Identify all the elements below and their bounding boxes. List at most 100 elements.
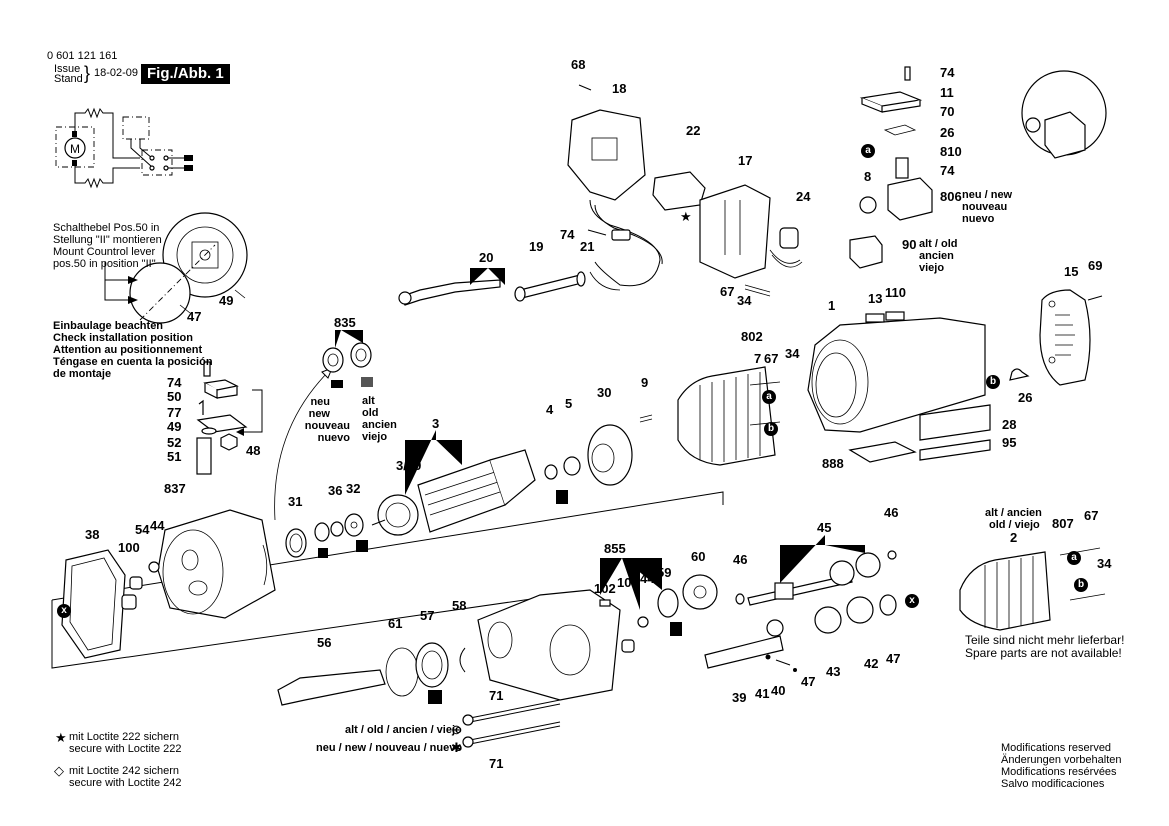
part-label-46[interactable]: 46	[733, 552, 748, 567]
part-label-20[interactable]: 20	[479, 250, 494, 265]
part-label-22[interactable]: 22	[686, 123, 701, 138]
marker-b: b	[1074, 578, 1088, 592]
part-label-17[interactable]: 17	[738, 153, 753, 168]
part-label-4[interactable]: 4	[546, 402, 554, 417]
part-label-43[interactable]: 43	[826, 664, 841, 679]
part-label-2[interactable]: 2	[1010, 530, 1018, 545]
part-label-837[interactable]: 837	[164, 481, 186, 496]
part-label-44[interactable]: 44	[150, 518, 165, 533]
part-label-74[interactable]: 74	[560, 227, 575, 242]
part-label-60[interactable]: 60	[691, 549, 706, 564]
part-label-100[interactable]: 100	[118, 540, 140, 555]
part-label-32[interactable]: 32	[346, 481, 361, 496]
part-label-3-50[interactable]: 3/50	[396, 458, 422, 473]
wiring-schematic: M	[55, 107, 193, 189]
part-label-49[interactable]: 49	[167, 419, 182, 434]
part-label-810[interactable]: 810	[940, 144, 962, 159]
part-label-51[interactable]: 51	[167, 449, 182, 464]
part-label-835[interactable]: 835	[334, 315, 356, 330]
part-label-57[interactable]: 57	[420, 608, 435, 623]
part-label-74[interactable]: 74	[940, 65, 955, 80]
part-label-39[interactable]: 39	[732, 690, 747, 705]
part-label-45[interactable]: 45	[817, 520, 832, 535]
part-label-802[interactable]: 802	[741, 329, 763, 344]
part-label-47[interactable]: 47	[886, 651, 901, 666]
part-label-100[interactable]: 100	[617, 575, 639, 590]
part-label-34[interactable]: 34	[737, 293, 752, 308]
part-label-56[interactable]: 56	[317, 635, 332, 650]
part-label-806[interactable]: 806	[940, 189, 962, 204]
part-label-30[interactable]: 30	[597, 385, 612, 400]
part-label-59[interactable]: 59	[657, 565, 672, 580]
part-label-46[interactable]: 46	[884, 505, 899, 520]
loctite222-de: mit Loctite 222 sichern	[69, 731, 180, 743]
part-label-77[interactable]: 77	[167, 405, 182, 420]
part-label-95[interactable]: 95	[1002, 435, 1017, 450]
part-label-34[interactable]: 34	[785, 346, 800, 361]
variant-alt-old: alt / old	[919, 238, 958, 250]
part-label-71[interactable]: 71	[489, 688, 504, 703]
part-label-3[interactable]: 3	[432, 416, 440, 431]
svg-text:M: M	[70, 142, 80, 156]
part-label-7[interactable]: 7	[754, 351, 762, 366]
part-label-26[interactable]: 26	[1018, 390, 1033, 405]
part-label-40[interactable]: 40	[771, 683, 786, 698]
part-label-38[interactable]: 38	[85, 527, 100, 542]
part-label-67[interactable]: 67	[1084, 508, 1099, 523]
variant-viejo: viejo	[362, 431, 388, 443]
part-label-52[interactable]: 52	[167, 435, 182, 450]
check-note-es: Téngase en cuenta la posición	[53, 356, 213, 368]
part-label-28[interactable]: 28	[1002, 417, 1017, 432]
spindle-assembly	[277, 574, 718, 706]
part-label-61[interactable]: 61	[388, 616, 403, 631]
part-label-807[interactable]: 807	[1052, 516, 1074, 531]
part-label-54[interactable]: 54	[135, 522, 150, 537]
part-label-48[interactable]: 48	[246, 443, 261, 458]
variant-old-viejo: old / viejo	[989, 519, 1040, 531]
part-label-67[interactable]: 67	[720, 284, 735, 299]
part-label-42[interactable]: 42	[864, 656, 879, 671]
part-label-19[interactable]: 19	[529, 239, 544, 254]
part-label-49[interactable]: 49	[219, 293, 234, 308]
part-label-47[interactable]: 47	[801, 674, 816, 689]
star-marker-icon: ★	[680, 209, 692, 224]
part-label-70[interactable]: 70	[940, 104, 955, 119]
torx-screw-icon: ✱	[451, 740, 462, 755]
screw-new-label: neu / new / nouveau / nuevo	[316, 742, 463, 754]
part-label-5[interactable]: 5	[565, 396, 573, 411]
part-label-888[interactable]: 888	[822, 456, 844, 471]
part-label-13[interactable]: 13	[868, 291, 883, 306]
part-label-67[interactable]: 67	[764, 351, 779, 366]
part-label-41[interactable]: 41	[755, 686, 770, 701]
part-label-31[interactable]: 31	[288, 494, 303, 509]
part-label-15[interactable]: 15	[1064, 264, 1079, 279]
part-label-69[interactable]: 69	[1088, 258, 1103, 273]
part-label-71[interactable]: 71	[489, 756, 504, 771]
stand-label: Stand	[54, 73, 83, 85]
part-label-18[interactable]: 18	[612, 81, 627, 96]
part-label-68[interactable]: 68	[571, 57, 586, 72]
part-label-11[interactable]: 11	[940, 85, 954, 100]
part-label-34[interactable]: 34	[1097, 556, 1112, 571]
part-label-102[interactable]: 102	[594, 581, 616, 596]
part-label-74[interactable]: 74	[167, 375, 182, 390]
part-label-24[interactable]: 24	[796, 189, 811, 204]
part-label-1[interactable]: 1	[828, 298, 836, 313]
part-label-90[interactable]: 90	[902, 237, 917, 252]
part-label-26[interactable]: 26	[940, 125, 955, 140]
lever-note-en: Mount Countrol lever	[53, 246, 156, 258]
unavailable-note-en: Spare parts are not available!	[965, 646, 1122, 660]
part-label-47[interactable]: 47	[187, 309, 202, 324]
part-label-21[interactable]: 21	[580, 239, 595, 254]
part-label-50[interactable]: 50	[167, 389, 182, 404]
part-label-9[interactable]: 9	[641, 375, 649, 390]
part-label-8[interactable]: 8	[864, 169, 872, 184]
part-label-36[interactable]: 36	[328, 483, 343, 498]
part-label-58[interactable]: 58	[452, 598, 467, 613]
part-label-855[interactable]: 855	[604, 541, 626, 556]
part-label-110[interactable]: 110	[885, 285, 906, 300]
part-label-74[interactable]: 74	[940, 163, 955, 178]
part-label-44[interactable]: 44	[640, 571, 655, 586]
assembly-frame-lines	[51, 491, 724, 669]
marker-b: b	[986, 375, 1000, 389]
